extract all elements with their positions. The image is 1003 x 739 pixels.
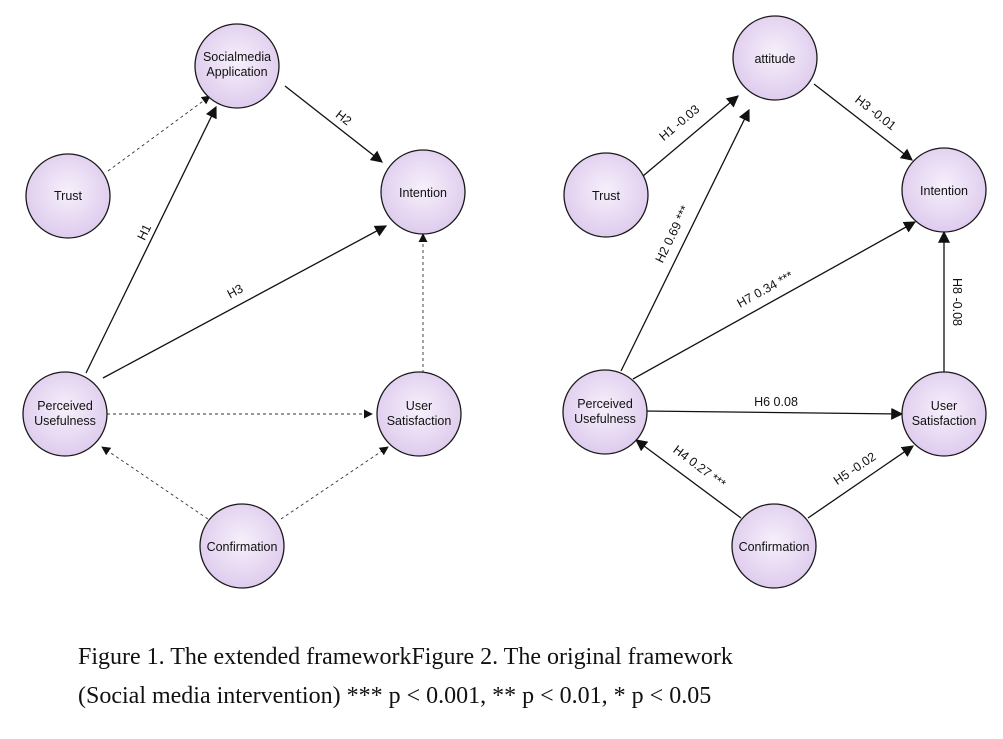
fig1-node-trust: Trust: [25, 153, 111, 239]
node-label-line: Satisfaction: [912, 414, 977, 428]
fig1-edge-h1: [85, 105, 217, 374]
node-label-line: Usefulness: [34, 414, 96, 428]
fig2-edge-h5: [807, 445, 914, 519]
node-label-line: Confirmation: [207, 540, 278, 554]
fig1-node-confirmation: Confirmation: [199, 503, 285, 589]
framework-diagrams: H1 H2 H3 Socialmedia Application Trust I…: [22, 15, 987, 589]
fig2-label-h2: H2 0.69 ***: [653, 203, 693, 265]
fig1-edge-h3: [102, 225, 388, 379]
fig2-label-h7: H7 0.34 ***: [735, 268, 796, 310]
fig1-node-perceived-usefulness: Perceived Usefulness: [22, 371, 108, 457]
node-label-line: attitude: [754, 52, 795, 66]
fig1-label-h3: H3: [225, 282, 246, 302]
fig2-label-h8: H8 -0.08: [950, 278, 964, 326]
node-label-line: Socialmedia: [203, 50, 271, 64]
caption-line-2: (Social media intervention) *** p < 0.00…: [78, 683, 712, 709]
node-label-line: Perceived: [577, 397, 633, 411]
fig2-edge-h7: [632, 221, 917, 380]
node-label-line: Perceived: [37, 399, 93, 413]
fig2-edge-h3: [813, 83, 913, 161]
fig1-label-h1: H1: [135, 222, 155, 243]
figure-2-original-framework: H1 -0.03 H2 0.69 *** H3 -0.01 H7 0.34 **…: [562, 15, 987, 589]
node-label-line: Usefulness: [574, 412, 636, 426]
fig2-edge-h1: [642, 95, 739, 177]
fig2-node-intention: Intention: [901, 147, 987, 233]
fig2-edge-h6: [643, 407, 904, 420]
caption-line-1: Figure 1. The extended frameworkFigure 2…: [78, 644, 733, 670]
node-label-line: Intention: [920, 184, 968, 198]
fig1-node-intention: Intention: [380, 149, 466, 235]
fig2-node-perceived-usefulness: Perceived Usefulness: [562, 369, 648, 455]
fig2-edge-h4: [635, 439, 742, 519]
fig2-node-attitude: attitude: [732, 15, 818, 101]
node-label-line: Intention: [399, 186, 447, 200]
fig2-label-h5: H5 -0.02: [831, 449, 879, 487]
fig2-node-user-satisfaction: User Satisfaction: [901, 371, 987, 457]
fig1-node-user-satisfaction: User Satisfaction: [376, 371, 462, 457]
node-label-line: Application: [206, 65, 267, 79]
fig2-label-h3: H3 -0.01: [852, 93, 898, 134]
fig2-label-h6: H6 0.08: [754, 395, 798, 409]
fig2-node-trust: Trust: [563, 152, 649, 238]
node-label-line: Confirmation: [739, 540, 810, 554]
fig2-label-h4: H4 0.27 ***: [670, 443, 728, 491]
figure-1-extended-framework: H1 H2 H3 Socialmedia Application Trust I…: [22, 23, 466, 589]
fig1-edge-conf-us: [280, 446, 389, 520]
fig2-label-h1: H1 -0.03: [657, 102, 703, 144]
node-label-line: User: [406, 399, 432, 413]
fig2-node-confirmation: Confirmation: [731, 503, 817, 589]
fig2-edge-h2: [620, 108, 750, 372]
node-label-line: Trust: [592, 189, 621, 203]
node-label-line: User: [931, 399, 957, 413]
node-label-line: Satisfaction: [387, 414, 452, 428]
fig1-edge-conf-pu: [101, 446, 209, 520]
fig1-node-social-media-application: Socialmedia Application: [194, 23, 280, 109]
fig1-edge-trust-social: [107, 95, 211, 172]
node-label-line: Trust: [54, 189, 83, 203]
fig1-edge-h2: [284, 85, 383, 163]
figure-caption: Figure 1. The extended frameworkFigure 2…: [78, 638, 978, 716]
